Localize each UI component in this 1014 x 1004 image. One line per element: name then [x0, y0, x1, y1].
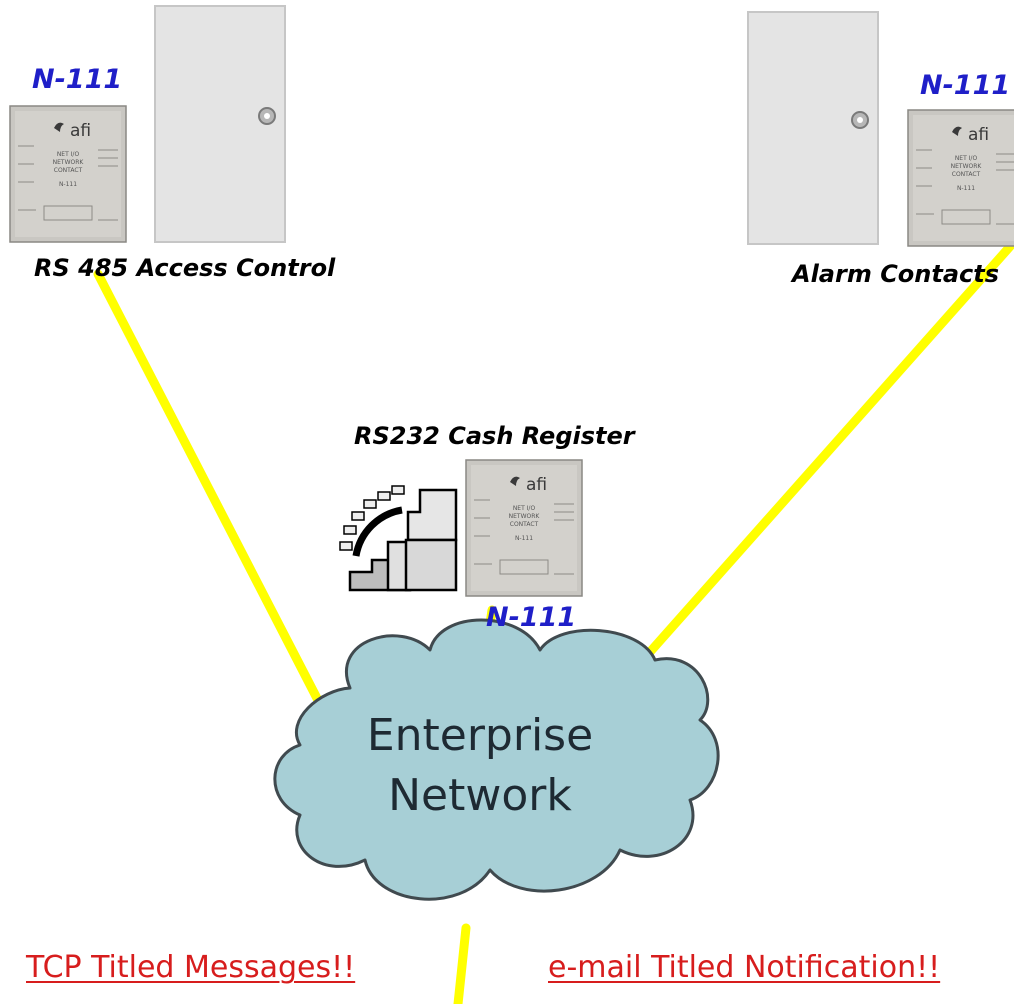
caption-access-control: RS 485 Access Control	[34, 254, 336, 282]
network-label-line1: Enterprise	[366, 710, 594, 761]
network-label-line2: Network	[388, 770, 572, 821]
caption-cash-register: RS232 Cash Register	[354, 422, 635, 450]
alarm-door-icon	[747, 11, 879, 245]
caption-alarm-contacts: Alarm Contacts	[792, 260, 1000, 288]
device-model-access: N-111	[32, 64, 123, 95]
cash-register-icon	[339, 485, 458, 592]
link-alarm-contacts	[629, 237, 1014, 675]
n111-device-alarm	[907, 109, 1014, 247]
network-cloud-icon	[273, 618, 720, 901]
link-access-control	[93, 269, 327, 713]
device-model-alarm: N-111	[920, 70, 1011, 101]
link-output	[453, 923, 471, 1004]
n111-device-access	[9, 105, 127, 243]
access-door-icon	[154, 5, 286, 243]
device-model-register: N-111	[486, 602, 577, 633]
tcp-messages-label: TCP Titled Messages!!	[26, 950, 356, 985]
email-notification-label: e-mail Titled Notification!!	[548, 950, 941, 985]
network-label: Enterprise Network	[300, 706, 660, 826]
n111-device-register	[465, 459, 583, 597]
